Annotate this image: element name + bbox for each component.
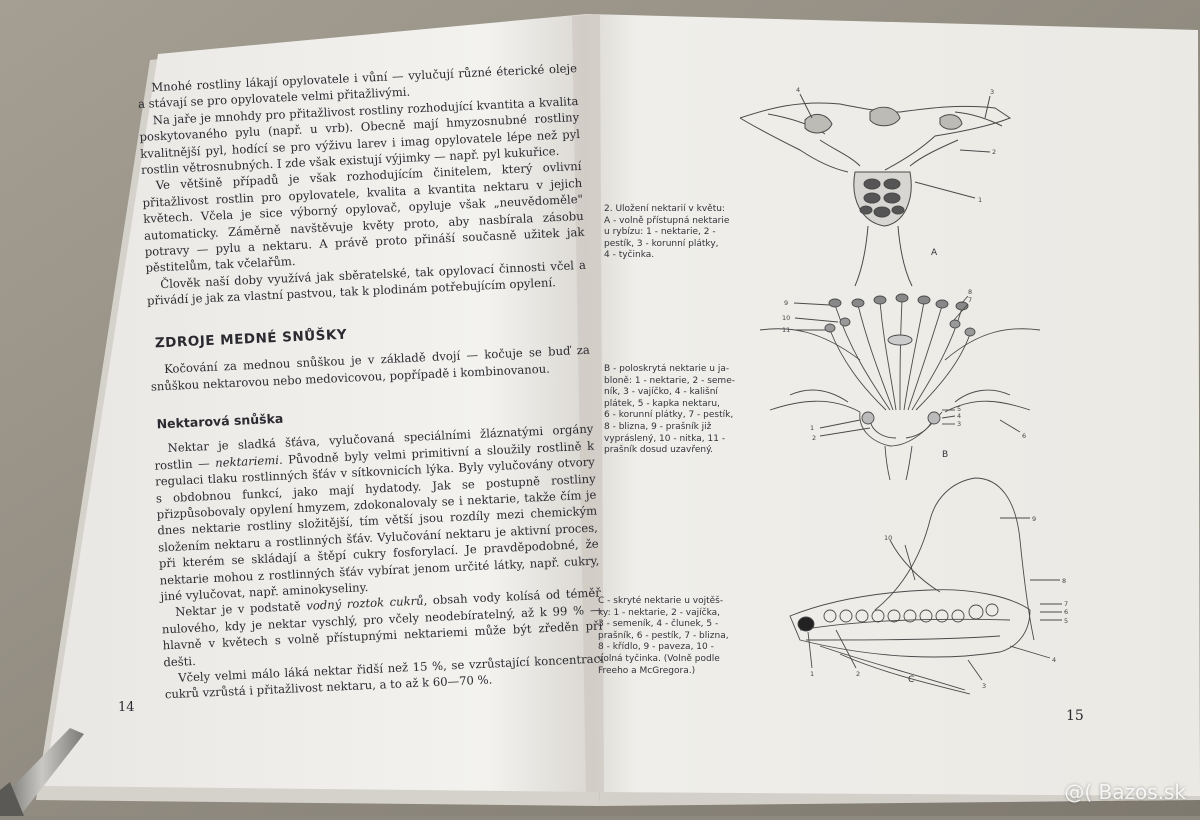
figure-letter-a: A (931, 248, 938, 258)
fig-b-label-4: 4 (957, 412, 961, 420)
bazos-watermark: @( Bazos.sk (1064, 780, 1186, 804)
fig-c-label-8: 8 (1062, 577, 1066, 585)
figure-a-labels: 4 3 2 1 (796, 86, 996, 204)
fig-c-label-3: 3 (982, 682, 986, 690)
caption-figure-a: 2. Uložení nektarií v květu: A - volně p… (604, 204, 730, 261)
fig-c-label-4: 4 (1052, 656, 1056, 664)
fig-c-label-9: 9 (1032, 515, 1036, 523)
fig-a-label-2: 2 (992, 148, 996, 156)
knife-blade (0, 728, 84, 816)
fig-a-label-1: 1 (978, 196, 982, 204)
fig-c-label-6: 6 (1064, 608, 1068, 616)
fig-b-label-8: 8 (968, 288, 972, 296)
fig-b-label-1: 1 (810, 424, 814, 432)
figure-a-drawing (739, 93, 1012, 287)
caption-figure-c: C - skryté nektarie u vojtěš- ky: 1 - ne… (598, 596, 729, 676)
fig-b-label-7: 7 (968, 296, 972, 304)
fig-c-label-2: 2 (856, 670, 860, 678)
caption-figure-b: B - poloskrytá nektarie u ja- bloně: 1 -… (604, 364, 735, 456)
nektar-p1-emphasis: nektariemi (214, 452, 280, 470)
fig-b-label-5: 5 (957, 405, 961, 413)
nektar-paragraph-1: Nektar je sladká šťáva, vylučovaná speci… (153, 421, 600, 605)
gutter-shadow (572, 14, 604, 792)
fig-c-label-5: 5 (1064, 617, 1068, 625)
page-number-right: 15 (1066, 708, 1084, 724)
fig-a-label-4: 4 (796, 86, 800, 94)
fig-a-label-3: 3 (990, 88, 994, 96)
left-page (44, 14, 598, 792)
figure-b-labels: 9 10 11 8 7 1 2 3 4 5 6 (782, 288, 1026, 442)
fig-b-label-6: 6 (1022, 432, 1026, 440)
figure-c-drawing (789, 477, 1062, 695)
page-number-left: 14 (118, 700, 135, 715)
fig-c-label-1: 1 (810, 670, 814, 678)
fig-b-label-11: 11 (782, 326, 790, 334)
fig-b-label-3: 3 (957, 420, 961, 428)
figure-letter-b: B (942, 450, 949, 460)
fig-c-label-10: 10 (884, 534, 892, 542)
figure-letter-c: C (908, 675, 915, 685)
fig-c-label-7: 7 (1064, 600, 1068, 608)
right-page (586, 14, 1200, 796)
fig-b-label-2: 2 (812, 434, 816, 442)
fig-b-label-10: 10 (782, 314, 790, 322)
fig-b-label-9: 9 (784, 299, 788, 307)
section-paragraph: Kočování za mednou snůškou je v základě … (150, 342, 591, 394)
figure-c-labels: 10 9 8 7 6 5 4 3 2 1 (810, 515, 1068, 690)
left-page-text: Mnohé rostliny lákají opylovatele i vůní… (136, 38, 605, 703)
figure-b-drawing (759, 293, 1041, 481)
knife-handle (0, 782, 24, 816)
